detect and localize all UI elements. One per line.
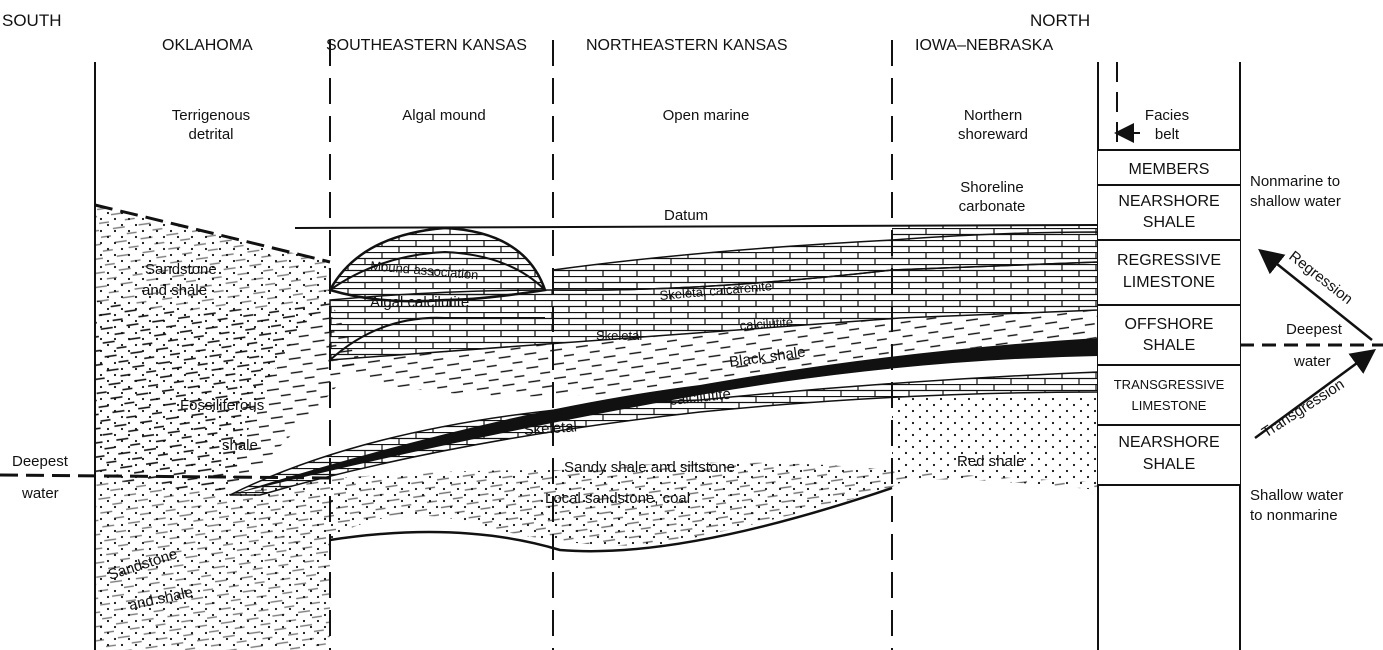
member-offshore-1: OFFSHORE [1125,316,1214,333]
region-iowa-nebraska: IOWA–NEBRASKA [915,37,1053,54]
member-nearshore-top-2: SHALE [1143,214,1195,231]
member-transgressive-2: LIMESTONE [1132,398,1207,413]
datum-label: Datum [664,207,708,224]
north-label: NORTH [1030,11,1090,30]
shoreline-label-2: carbonate [959,198,1026,215]
water-left-2: water [21,485,59,502]
local-sandstone-label: Local sandstone, coal [545,490,690,507]
facies-sek: Algal mound [402,107,485,124]
water-mid-1: Deepest [1286,321,1343,338]
shoreline-label-1: Shoreline [960,179,1023,196]
member-nearshore-bottom-2: SHALE [1143,456,1195,473]
transgression-label: Transgression [1259,376,1348,442]
region-northeastern-kansas: NORTHEASTERN KANSAS [586,37,788,54]
region-oklahoma: OKLAHOMA [162,37,253,54]
facies-nek: Open marine [663,107,750,124]
south-label: SOUTH [2,11,62,30]
member-offshore-2: SHALE [1143,337,1195,354]
member-transgressive-1: TRANSGRESSIVE [1114,377,1225,392]
water-left-1: Deepest [12,453,69,470]
sandstone-upper-2: and shale [142,282,207,299]
water-top-2: shallow water [1250,193,1341,210]
algal-calcilutite-label: Algal calcilutite [370,294,469,311]
sandstone-upper-1: Sandstone [145,261,217,278]
facies-in-2: shoreward [958,126,1028,143]
fossiliferous-label-1: Fossiliferous [180,397,264,414]
skeletal-upper-label: Skeletal [596,328,642,343]
red-shale-label: Red shale [957,453,1025,470]
facies-oklahoma-2: detrital [188,126,233,143]
skeletal-lower-label: Skeletal [523,418,577,439]
facies-in-1: Northern [964,107,1022,124]
water-top-1: Nonmarine to [1250,173,1340,190]
facies-belt-2: belt [1155,126,1180,143]
region-southeastern-kansas: SOUTHEASTERN KANSAS [326,37,527,54]
sandy-shale-label: Sandy shale and siltstone [564,459,735,476]
water-mid-2: water [1293,353,1331,370]
member-members: MEMBERS [1129,161,1210,178]
water-bottom-1: Shallow water [1250,487,1343,504]
facies-belt-1: Facies [1145,107,1189,124]
water-bottom-2: to nonmarine [1250,507,1338,524]
member-regressive-1: REGRESSIVE [1117,252,1221,269]
member-nearshore-top-1: NEARSHORE [1118,193,1219,210]
fossiliferous-label-2: shale [222,437,258,454]
facies-oklahoma-1: Terrigenous [172,107,250,124]
member-nearshore-bottom-1: NEARSHORE [1118,434,1219,451]
member-regressive-2: LIMESTONE [1123,274,1215,291]
